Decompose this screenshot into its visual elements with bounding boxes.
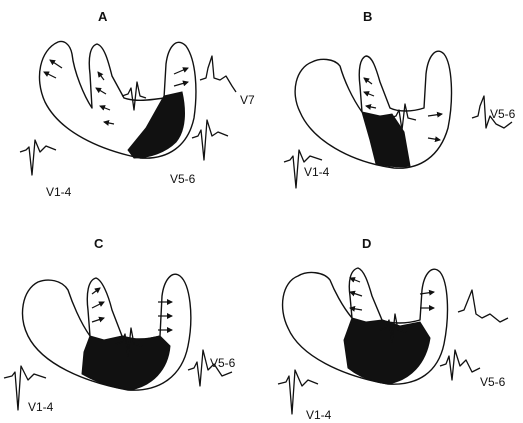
panel-a-label-v5-6: V5-6 (170, 172, 196, 186)
panel-a-ecg-v7 (200, 56, 236, 92)
panel-a-letter: A (98, 9, 108, 24)
panel-a-ecg-v5-6 (192, 120, 228, 160)
panel-d-ecg-upper (458, 290, 508, 322)
panel-d-ecg-v5-6 (440, 350, 480, 380)
panel-b: B V1-4 V5-6 (284, 9, 516, 188)
panel-a-label-v7: V7 (240, 93, 255, 107)
panel-d-letter: D (362, 236, 371, 251)
panel-d: D V1-4 V5-6 (278, 236, 508, 422)
panel-c-label-v1-4: V1-4 (28, 400, 54, 414)
panel-b-label-v1-4: V1-4 (304, 165, 330, 179)
panel-a: A V1-4 V5-6 V7 (20, 9, 255, 199)
panel-d-label-v5-6: V5-6 (480, 375, 506, 389)
panel-b-letter: B (363, 9, 372, 24)
panel-c-letter: C (94, 236, 104, 251)
panel-c-label-v5-6: V5-6 (210, 356, 236, 370)
panel-d-label-v1-4: V1-4 (306, 408, 332, 422)
panel-b-label-v5-6: V5-6 (490, 107, 516, 121)
panel-a-label-v1-4: V1-4 (46, 185, 72, 199)
panel-c: C V1-4 V5-6 (4, 236, 236, 414)
panel-a-ecg-v1-4 (20, 140, 56, 175)
